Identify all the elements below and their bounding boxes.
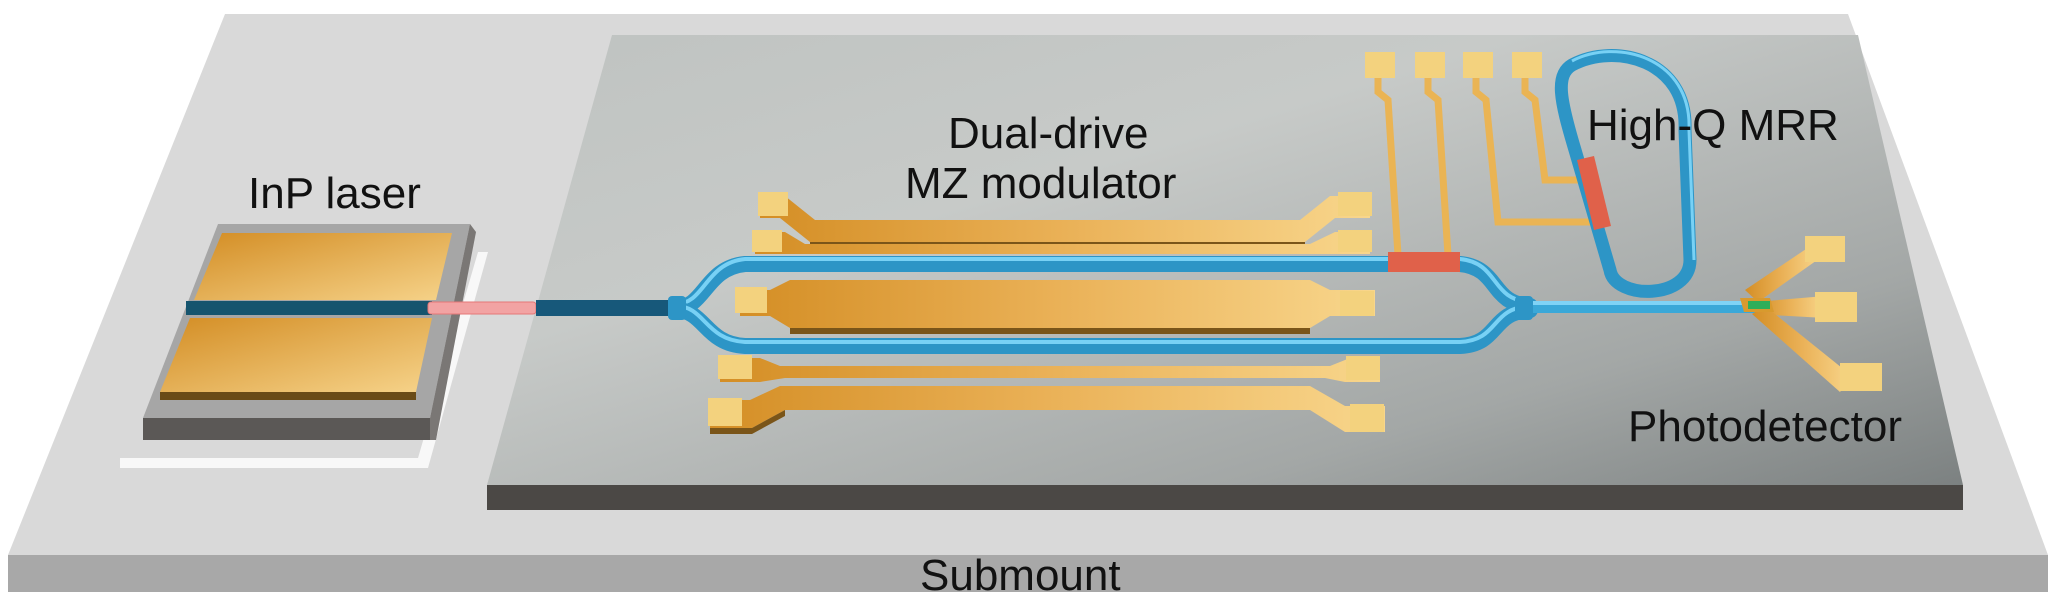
pad-lower-right [1346,356,1380,380]
mrr-racetrack [1554,49,1697,298]
laser-pad-lower-edge [160,392,416,400]
pd-germanium [1748,301,1770,309]
pad-bottom-right [1350,404,1384,432]
mzm-upper-arm [668,256,1538,316]
electrode-top [760,196,1370,242]
mzm-upper-arm-highlight [675,257,1531,306]
label-photodetector: Photodetector [1628,402,1902,451]
output-bus-highlight [1528,301,1758,305]
mrr-heater-traces [1365,52,1600,272]
mzm-lower-arm [668,302,1538,354]
pd-pad-bottom-trace [1752,306,1852,392]
laser-waveguide-ridge [186,301,432,315]
pd-pad-top-trace [1745,245,1820,302]
heater-pad-1 [1365,52,1395,78]
heater-pad-2 [1415,52,1445,78]
input-waveguide [536,300,676,316]
pad-bottom-left [708,398,742,426]
mrr-heater [1577,156,1611,230]
pad-upper-left [752,230,782,252]
chip-front-edge [487,485,1963,510]
photodetector-device [1740,236,1882,392]
label-modulator-line1: Dual-drive [948,109,1149,158]
laser-base-edge [143,418,430,440]
pad-top-right [1338,192,1372,216]
submount-front-edge [8,555,2048,592]
pd-pad-top [1805,236,1845,262]
heater-trace-3 [1472,78,1600,226]
inp-laser [120,224,537,468]
electrode-lower-ground [720,358,1380,382]
label-submount: Submount [920,551,1121,600]
heater-trace-2 [1424,78,1452,256]
labels: InP laser Dual-drive MZ modulator High-Q… [248,101,1902,600]
pad-lower-left [718,355,752,379]
label-high-q-mrr: High-Q MRR [1587,101,1839,150]
mzm-lower-arm-highlight [675,304,1531,344]
input-y-junction [668,296,686,320]
pad-center-left [735,287,767,313]
heater-pad-3 [1463,52,1493,78]
electrode-center-edge [790,328,1310,334]
electrode-center [740,280,1375,328]
label-inp-laser: InP laser [248,169,421,218]
heater-trace-1 [1374,78,1402,256]
laser-pad-upper [194,233,452,300]
pd-pad-bottom [1840,363,1882,391]
pad-center-right [1340,291,1374,316]
mzm-phase-heater [1388,252,1460,272]
electrode-upper-ground [755,232,1370,254]
laser-base-side [430,224,476,440]
electrode-bottom [710,386,1385,432]
pd-pad-middle [1815,292,1857,322]
output-y-junction [1515,296,1533,320]
mz-modulator-electrodes [708,192,1385,434]
mrr-racetrack-highlight [1571,50,1696,261]
label-modulator-line2: MZ modulator [905,159,1176,208]
heater-pad-4 [1512,52,1542,78]
pad-upper-right [1338,230,1372,252]
electrode-bottom-edge [710,410,785,434]
laser-pad-lower [160,318,432,392]
high-q-mrr [1554,49,1697,298]
waveguide-network [536,256,1758,354]
heater-trace-4 [1521,78,1590,184]
laser-beam [427,301,537,315]
pad-top-left [758,192,788,216]
